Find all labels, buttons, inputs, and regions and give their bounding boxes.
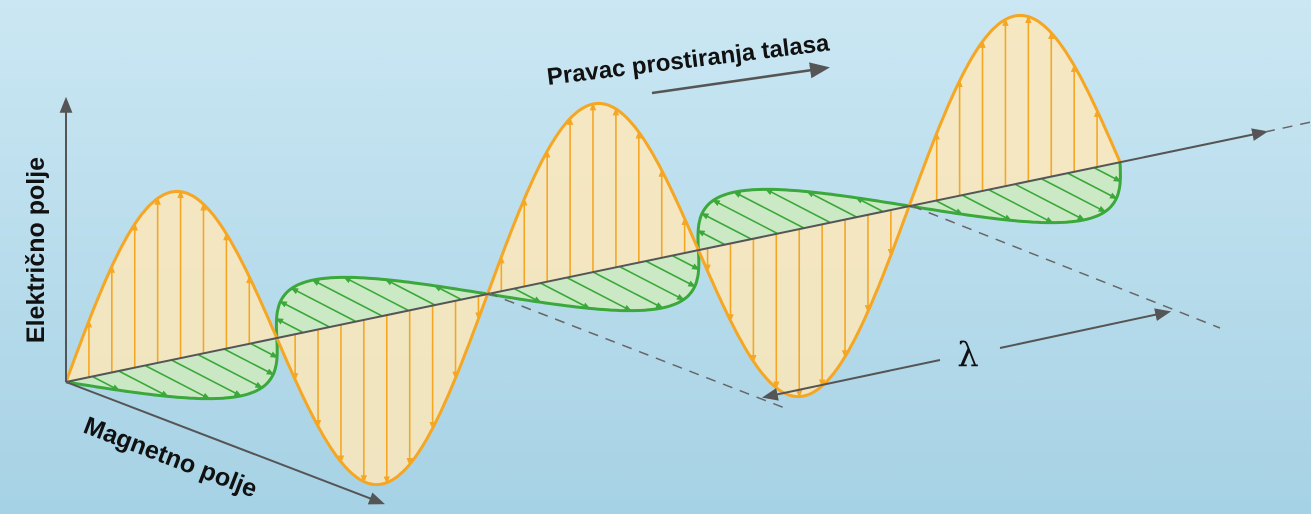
wavelength-label: λ [957,335,979,375]
electric-field-label: Električno polje [22,157,50,343]
